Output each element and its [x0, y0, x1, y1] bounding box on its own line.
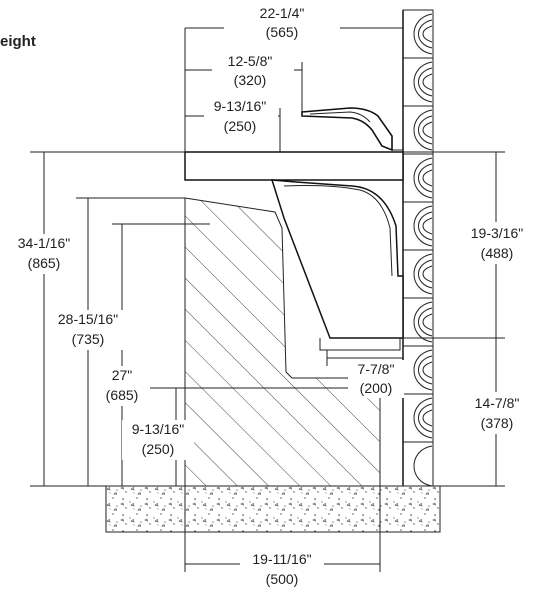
- drain-height-metric: (378): [481, 415, 514, 431]
- spout-offset-metric: (250): [224, 118, 257, 134]
- overall-depth-imperial: 22-1/4": [260, 5, 305, 21]
- bowl-depth-imperial: 19-3/16": [471, 225, 523, 241]
- clear-floor-depth-imperial: 19-11/16": [252, 551, 311, 567]
- spout-reach-metric: (320): [234, 72, 267, 88]
- toe-height-imperial: 9-13/16": [132, 421, 184, 437]
- floor-slab: [105, 485, 441, 533]
- wall-section: [402, 9, 434, 487]
- overall-height-metric: (865): [28, 255, 61, 271]
- bowl-depth-metric: (488): [481, 245, 514, 261]
- knee-height-metric: (685): [106, 387, 139, 403]
- clearance-zone: [184, 197, 381, 487]
- drawing-heading: eight: [0, 33, 36, 50]
- spout-reach-imperial: 12-5/8": [228, 53, 273, 69]
- sink-basin: [184, 151, 404, 351]
- overall-height-imperial: 34-1/16": [18, 235, 70, 251]
- toe-height-metric: (250): [142, 441, 175, 457]
- bowl-top-height-imperial: 28-15/16": [58, 311, 118, 327]
- drain-offset-imperial: 7-7/8": [358, 361, 395, 377]
- drain-offset-metric: (200): [360, 380, 393, 396]
- spout-offset-imperial: 9-13/16": [214, 98, 266, 114]
- bowl-top-height-metric: (735): [72, 331, 105, 347]
- clear-floor-depth-metric: (500): [266, 571, 299, 587]
- overall-depth-metric: (565): [266, 24, 299, 40]
- knee-height-imperial: 27": [112, 367, 133, 383]
- drain-height-imperial: 14-7/8": [475, 395, 520, 411]
- faucet: [301, 107, 403, 152]
